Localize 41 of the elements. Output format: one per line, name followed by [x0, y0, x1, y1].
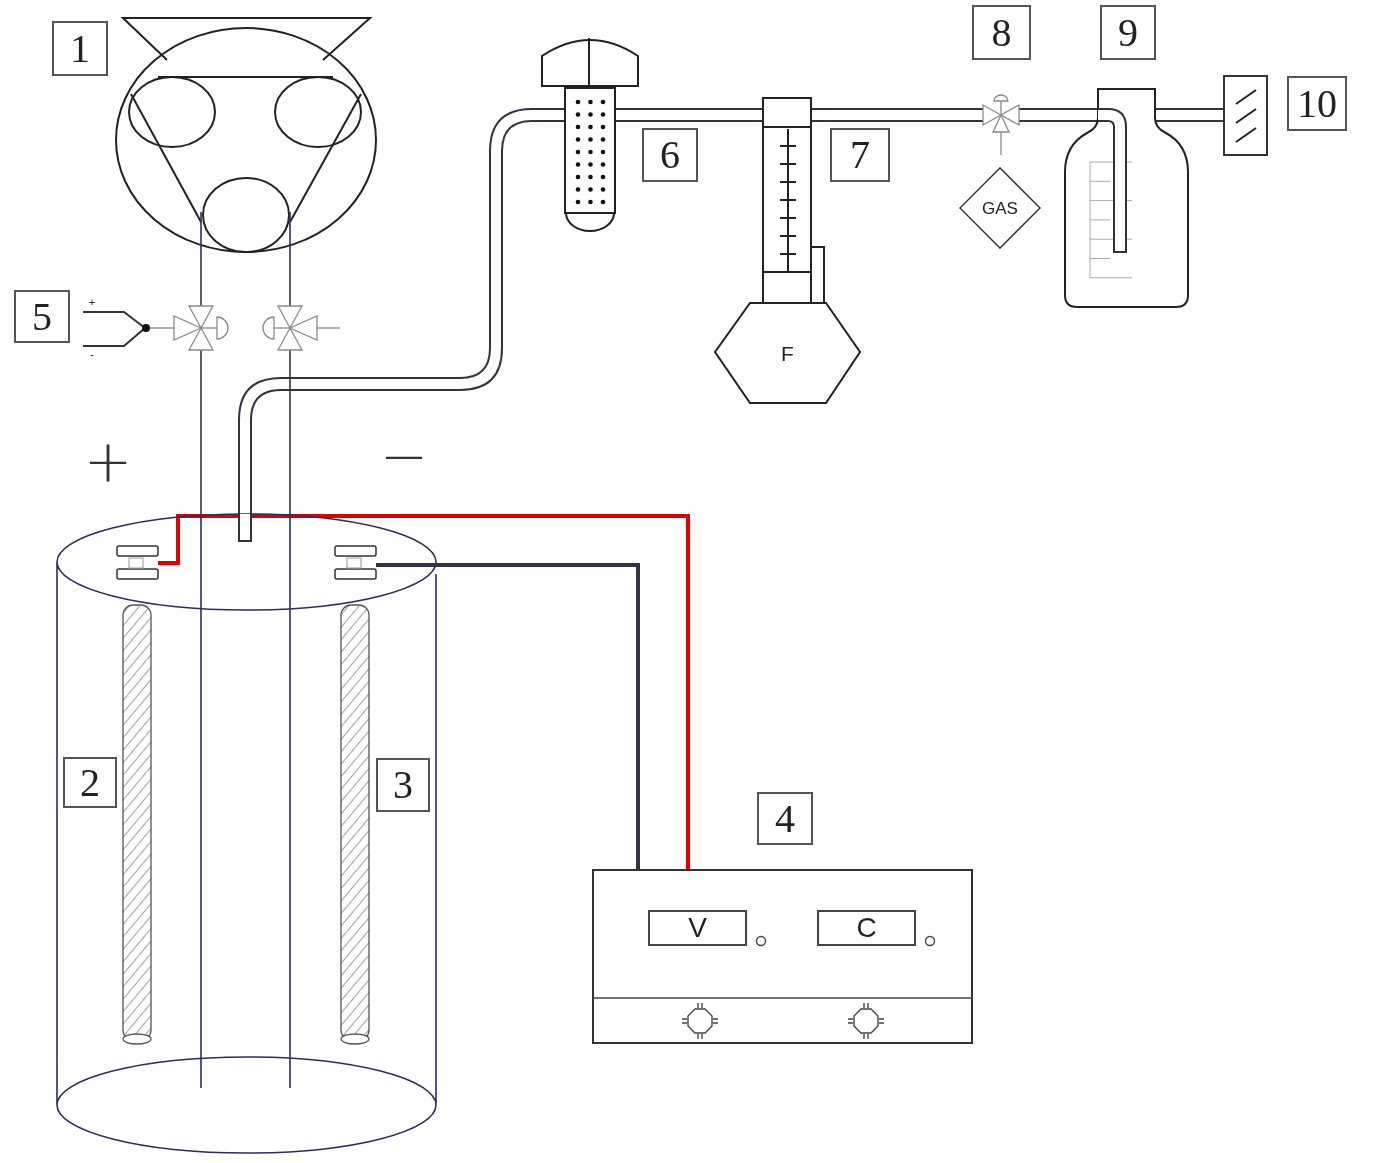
wash-bottle — [1065, 89, 1188, 307]
peristaltic-pump — [115, 18, 377, 253]
filter — [542, 38, 638, 231]
meter-display: C — [817, 910, 916, 946]
callout-number: 4 — [757, 792, 813, 845]
valve-symbol — [983, 95, 1019, 155]
line — [289, 252, 291, 307]
meter-display: V — [648, 910, 747, 946]
valve-symbol — [174, 306, 228, 350]
callout-number: 7 — [830, 128, 890, 182]
gas-source-diamond — [960, 168, 1040, 248]
power-supply — [593, 870, 972, 1043]
callout-number: 10 — [1287, 76, 1347, 131]
polarity-sign: − — [379, 427, 429, 485]
tube — [238, 108, 543, 515]
electrolytic-cell — [56, 514, 437, 1153]
valve-symbol — [263, 306, 340, 350]
tube — [823, 108, 984, 122]
gas-label: GAS — [982, 199, 1018, 217]
tube — [637, 108, 764, 122]
polarity-sign: + — [83, 432, 133, 490]
flowmeter-base — [715, 303, 860, 403]
callout-number: 3 — [376, 758, 430, 812]
callout-number: 6 — [642, 128, 698, 182]
callout-number: 2 — [63, 757, 117, 808]
terminal — [335, 546, 376, 579]
sensor — [1224, 76, 1267, 155]
polarity-sign: + — [88, 296, 96, 308]
flowmeter — [763, 98, 824, 303]
terminal — [117, 546, 158, 579]
wire — [158, 514, 690, 870]
line — [200, 252, 202, 307]
callout-number: 8 — [972, 5, 1031, 60]
callout-number: 9 — [1100, 5, 1156, 60]
wire — [376, 563, 640, 870]
line — [149, 327, 175, 329]
thermocouple-symbol — [83, 312, 150, 346]
callout-number: 5 — [14, 290, 70, 343]
callout-number: 1 — [52, 21, 108, 76]
polarity-sign: - — [90, 348, 94, 360]
base-label: F — [781, 342, 794, 364]
